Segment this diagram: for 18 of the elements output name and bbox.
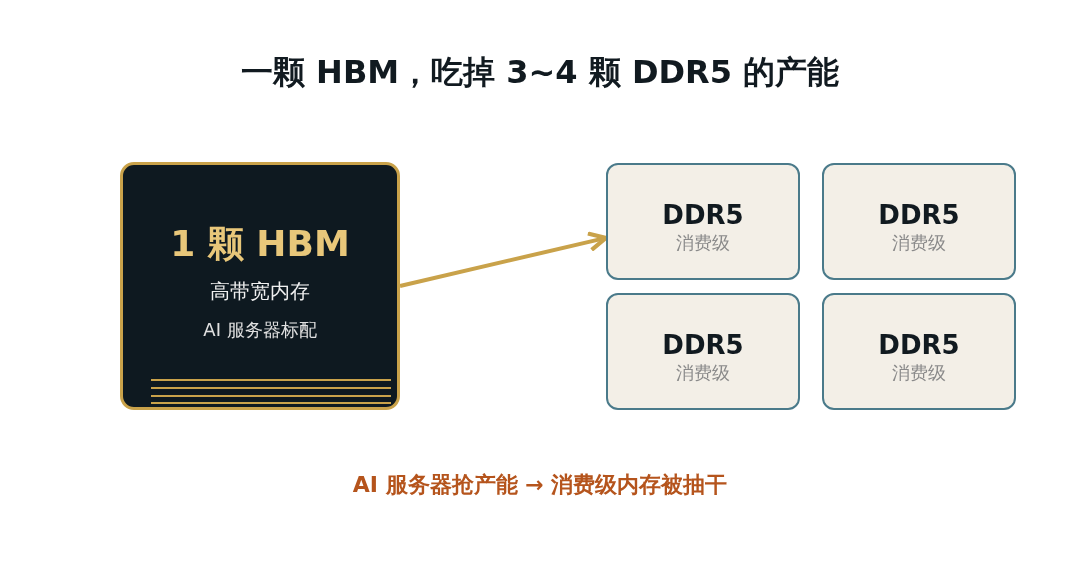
ddr5-chip-box <box>606 293 800 410</box>
ddr5-chip-box <box>606 163 800 280</box>
chip-subtitle: 消费级 <box>892 361 946 384</box>
ddr5-chip-box <box>822 163 1016 280</box>
hbm-chip-box <box>120 162 400 410</box>
chip-title: DDR5 <box>662 329 744 362</box>
note: AI 服务器抢产能 → 消费级内存被抽干 <box>352 471 728 499</box>
chip-title: 1 颗 HBM <box>170 222 350 266</box>
chip-subtitle: 高带宽内存 <box>210 278 310 305</box>
chip-subtitle: 消费级 <box>676 231 730 254</box>
chip-subtitle: 消费级 <box>676 361 730 384</box>
chip-subtitle: 消费级 <box>892 231 946 254</box>
ddr5-chip-box <box>822 293 1016 410</box>
chip-title: DDR5 <box>878 199 960 232</box>
chip-subtitle: AI 服务器标配 <box>203 318 317 342</box>
chip-title: DDR5 <box>878 329 960 362</box>
chip-title: DDR5 <box>662 199 744 232</box>
title: 一颗 HBM，吃掉 3~4 颗 DDR5 的产能 <box>240 52 840 93</box>
